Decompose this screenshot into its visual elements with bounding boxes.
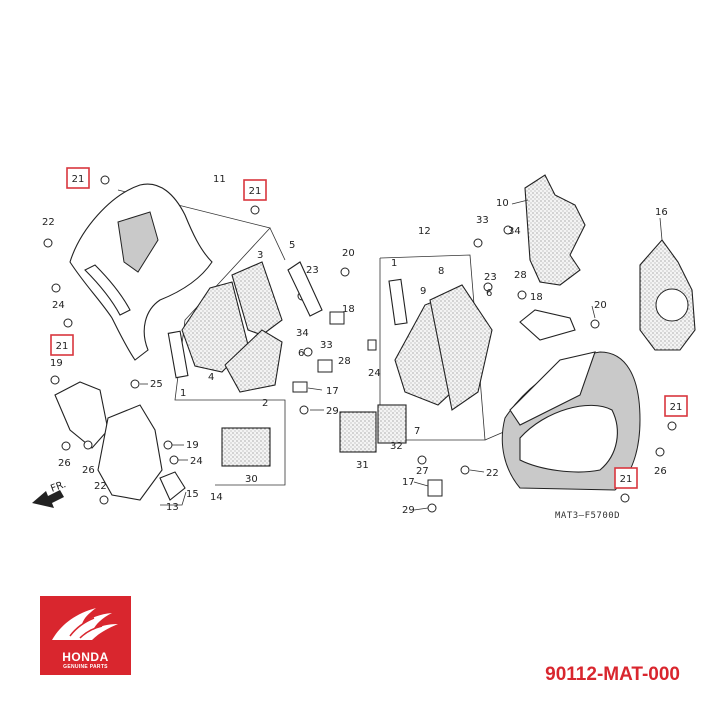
right-cowl-group bbox=[339, 174, 696, 491]
honda-logo: HONDA GENUINE PARTS bbox=[40, 596, 131, 675]
label-31: 31 bbox=[356, 460, 369, 471]
label-25: 25 bbox=[150, 379, 163, 390]
label-11: 11 bbox=[213, 174, 226, 185]
brand-name: HONDA bbox=[62, 650, 109, 664]
label-6: 6 bbox=[486, 288, 492, 299]
label-3: 3 bbox=[257, 250, 263, 261]
brand-tagline: GENUINE PARTS bbox=[63, 664, 108, 670]
label-28: 28 bbox=[338, 356, 351, 367]
label-26: 26 bbox=[654, 466, 667, 477]
svg-text:FR.: FR. bbox=[49, 479, 67, 495]
callout-21-right: 21 bbox=[664, 395, 688, 417]
label-24: 24 bbox=[52, 300, 65, 311]
inner-panel-2 bbox=[224, 329, 283, 393]
callout-21-top-center: 21 bbox=[243, 179, 267, 201]
leader-lines bbox=[140, 199, 663, 511]
label-4: 4 bbox=[208, 372, 214, 383]
lower-cowl-front bbox=[54, 381, 109, 449]
label-17: 17 bbox=[402, 477, 415, 488]
callout-21-left-mid: 21 bbox=[50, 334, 74, 356]
label-34: 34 bbox=[296, 328, 309, 339]
filter-pad-30 bbox=[221, 427, 271, 467]
svg-text:21: 21 bbox=[72, 174, 85, 185]
label-18: 18 bbox=[530, 292, 543, 303]
label-16: 16 bbox=[655, 207, 668, 218]
label-14: 14 bbox=[210, 492, 223, 503]
label-29: 29 bbox=[402, 505, 415, 516]
label-17: 17 bbox=[326, 386, 339, 397]
label-19: 19 bbox=[50, 358, 63, 369]
label-19: 19 bbox=[186, 440, 199, 451]
label-27: 27 bbox=[416, 466, 429, 477]
svg-text:21: 21 bbox=[620, 474, 633, 485]
label-26: 26 bbox=[82, 465, 95, 476]
diagram-code: MAT3—F5700D bbox=[555, 511, 620, 521]
label-30: 30 bbox=[245, 474, 258, 485]
front-direction-arrow: FR. bbox=[32, 479, 68, 508]
filter-pad-32 bbox=[377, 404, 407, 444]
label-7: 7 bbox=[414, 426, 420, 437]
svg-text:21: 21 bbox=[56, 341, 69, 352]
label-12: 12 bbox=[418, 226, 431, 237]
label-20: 20 bbox=[594, 300, 607, 311]
left-cowl-group bbox=[54, 183, 286, 501]
label-2: 2 bbox=[262, 398, 268, 409]
svg-text:21: 21 bbox=[670, 402, 683, 413]
label-6: 6 bbox=[298, 348, 304, 359]
part-number: 90112-MAT-000 bbox=[545, 664, 680, 685]
wing-icon bbox=[52, 608, 118, 640]
label-1: 1 bbox=[180, 388, 186, 399]
label-8: 8 bbox=[438, 266, 444, 277]
label-15: 15 bbox=[186, 489, 199, 500]
callout-21-top-left: 21 bbox=[66, 167, 90, 189]
label-9: 9 bbox=[420, 286, 426, 297]
label-34: 34 bbox=[508, 226, 521, 237]
label-33: 33 bbox=[476, 215, 489, 226]
part-labels: 11 22 24 19 25 26 26 22 19 24 15 14 13 3… bbox=[42, 174, 668, 516]
label-24: 24 bbox=[368, 368, 381, 379]
label-1: 1 bbox=[391, 258, 397, 269]
label-29: 29 bbox=[326, 406, 339, 417]
label-28: 28 bbox=[514, 270, 527, 281]
label-23: 23 bbox=[306, 265, 319, 276]
bracket-10 bbox=[524, 174, 586, 286]
inner-panel-3 bbox=[231, 261, 283, 336]
hardware bbox=[43, 175, 677, 513]
label-32: 32 bbox=[390, 441, 403, 452]
svg-text:21: 21 bbox=[249, 186, 262, 197]
label-22: 22 bbox=[94, 481, 107, 492]
filter-pad-31 bbox=[339, 411, 377, 453]
label-18: 18 bbox=[342, 304, 355, 315]
label-26: 26 bbox=[58, 458, 71, 469]
label-20: 20 bbox=[342, 248, 355, 259]
lower-cowl-main bbox=[97, 404, 163, 501]
inner-panel-9 bbox=[429, 284, 493, 411]
label-24: 24 bbox=[190, 456, 203, 467]
label-33: 33 bbox=[320, 340, 333, 351]
label-22: 22 bbox=[486, 468, 499, 479]
label-22: 22 bbox=[42, 217, 55, 228]
label-13: 13 bbox=[166, 502, 179, 513]
upper-side-cowl bbox=[69, 183, 213, 361]
callout-21-bottom-right: 21 bbox=[614, 467, 638, 489]
label-5: 5 bbox=[289, 240, 295, 251]
label-10: 10 bbox=[496, 198, 509, 209]
label-23: 23 bbox=[484, 272, 497, 283]
